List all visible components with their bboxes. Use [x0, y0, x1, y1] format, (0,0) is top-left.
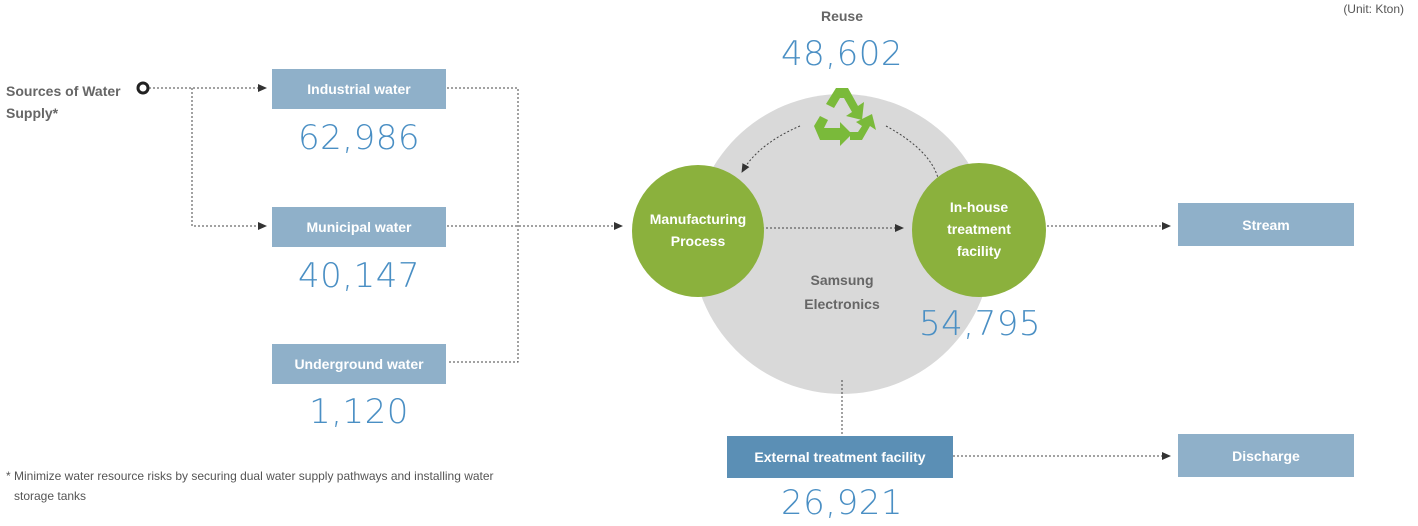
underground-water-box: Underground water: [272, 344, 446, 384]
inhouse-treatment-node: In-house treatment facility: [912, 163, 1046, 297]
discharge-box: Discharge: [1178, 434, 1354, 477]
external-treatment-label: External treatment facility: [754, 449, 926, 465]
underground-water-value: 1,120: [309, 392, 409, 432]
company-circle: [692, 94, 992, 394]
recycle-icon: [814, 88, 876, 146]
company-label: Samsung Electronics: [804, 272, 880, 312]
reuse-value: 48,602: [781, 34, 903, 74]
sources-label: Sources of Water Supply*: [6, 83, 121, 121]
reuse-label: Reuse: [820, 8, 864, 24]
stream-label: Stream: [1242, 216, 1290, 233]
manufacturing-process-node: Manufacturing Process: [632, 165, 764, 297]
inhouse-treatment-label: In-house treatment facility: [947, 199, 1011, 259]
industrial-water-box: Industrial water: [272, 69, 446, 109]
unit-label: (Unit: Kton): [1343, 2, 1404, 16]
municipal-water-label: Municipal water: [306, 219, 412, 235]
industrial-water-label: Industrial water: [307, 81, 411, 97]
underground-water-label: Underground water: [294, 356, 424, 372]
footnote: * Minimize water resource risks by secur…: [6, 469, 494, 503]
industrial-water-value: 62,986: [298, 118, 420, 158]
municipal-water-box: Municipal water: [272, 207, 446, 247]
municipal-water-value: 40,147: [298, 256, 420, 296]
inhouse-treatment-value: 54,795: [919, 304, 1041, 344]
external-treatment-box: External treatment facility: [727, 436, 953, 478]
external-treatment-value: 26,921: [781, 483, 903, 523]
discharge-label: Discharge: [1232, 447, 1300, 464]
stream-box: Stream: [1178, 203, 1354, 246]
source-ring-icon: [136, 81, 150, 95]
manufacturing-process-label: Manufacturing Process: [649, 211, 747, 249]
